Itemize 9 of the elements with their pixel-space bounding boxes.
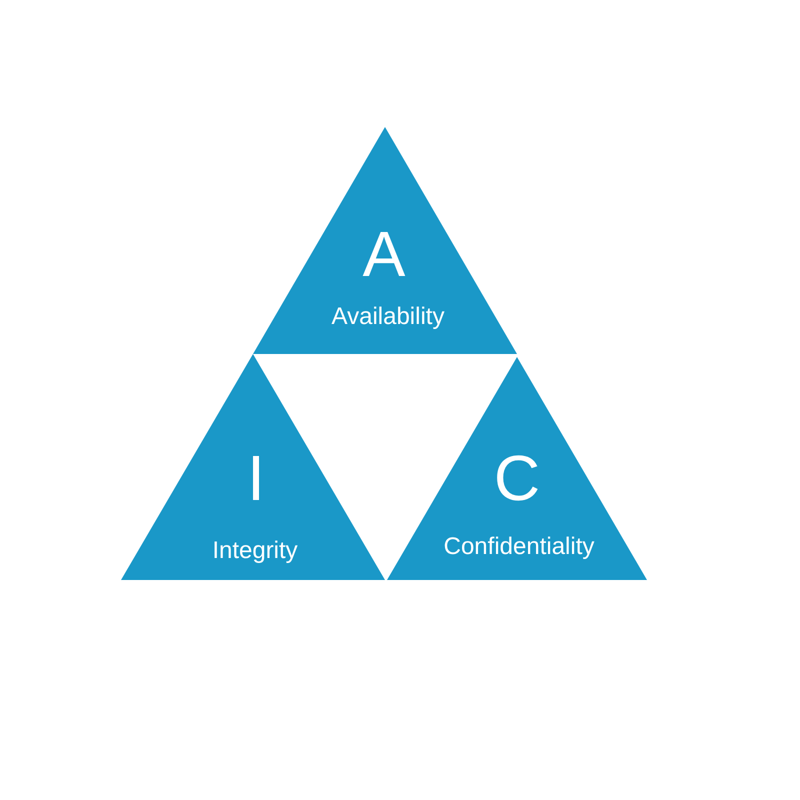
- triangle-segment: [387, 357, 647, 580]
- triangle-segment: [121, 354, 385, 580]
- segment-label: Confidentiality: [444, 535, 594, 559]
- initial-letter: C: [494, 446, 540, 510]
- triangle-segment: [253, 127, 517, 354]
- initial-letter: A: [362, 222, 406, 286]
- segment-label: Integrity: [212, 539, 298, 563]
- initial-letter: I: [247, 446, 265, 510]
- segment-label: Availability: [332, 305, 444, 329]
